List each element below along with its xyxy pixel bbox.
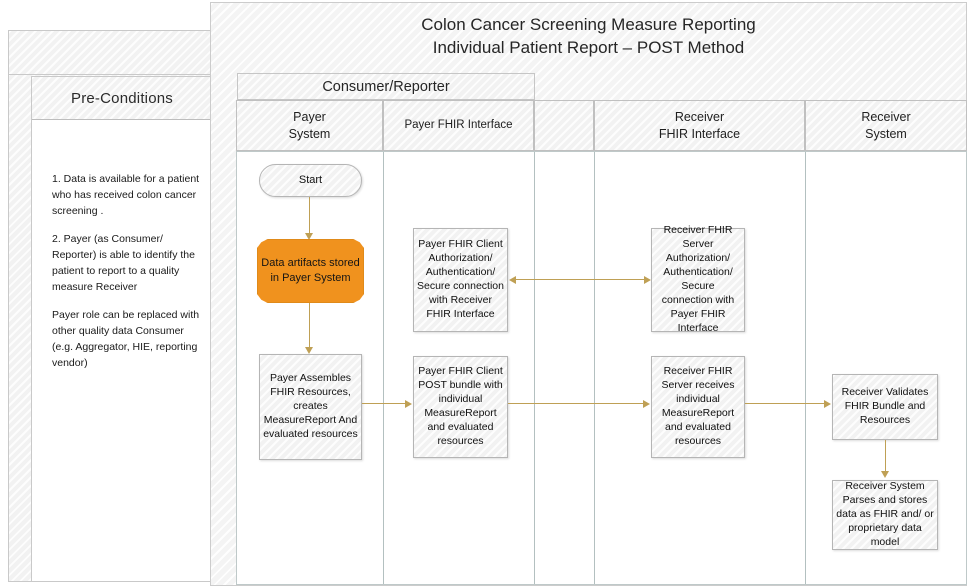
page-title: Colon Cancer Screening Measure Reporting (421, 15, 756, 35)
node-receiver-validates[interactable]: Receiver Validates FHIR Bundle and Resou… (832, 374, 938, 440)
lane-header-payer-fhir-interface: Payer FHIR Interface (383, 100, 534, 151)
lane-header-payer-system: Payer System (236, 100, 383, 151)
connector-start-to-data (309, 197, 311, 235)
node-start[interactable]: Start (259, 164, 362, 197)
precondition-item-1: 1. Data is available for a patient who h… (52, 173, 200, 217)
lane-separator (805, 152, 806, 584)
panel-top-strip (9, 31, 214, 75)
precondition-item-2: 2. Payer (as Consumer/ Reporter) is able… (52, 232, 195, 293)
process-diagram: Colon Cancer Screening Measure Reporting… (210, 2, 967, 586)
connector-assembles-to-post (362, 403, 406, 405)
swimlane-group-header: Consumer/Reporter (237, 73, 535, 100)
node-receiver-parses[interactable]: Receiver System Parses and stores data a… (832, 480, 938, 550)
pre-conditions-header: Pre-Conditions (32, 77, 212, 120)
swimlane-body: Start Data artifacts stored in Payer Sys… (236, 151, 967, 585)
arrow-head-down (881, 471, 889, 478)
arrow-head-left (509, 276, 516, 284)
lane-separator (383, 152, 384, 584)
lane-header-receiver-system: Receiver System (805, 100, 967, 151)
connector-receives-to-validates (745, 403, 825, 405)
pre-conditions-body: 1. Data is available for a patient who h… (32, 120, 212, 371)
lane-label-line2: System (865, 126, 907, 141)
diagram-title: Colon Cancer Screening Measure Reporting… (211, 3, 966, 71)
node-payer-auth[interactable]: Payer FHIR Client Authorization/ Authent… (413, 228, 508, 332)
node-payer-post[interactable]: Payer FHIR Client POST bundle with indiv… (413, 356, 508, 458)
connector-data-to-assembles (309, 303, 311, 349)
arrow-head-right (824, 400, 831, 408)
lane-separator (594, 152, 595, 584)
node-payer-assembles[interactable]: Payer Assembles FHIR Resources, creates … (259, 354, 362, 460)
lane-label-line1: Receiver (861, 110, 911, 125)
lane-label-line1: Receiver (674, 110, 725, 125)
node-receiver-receives[interactable]: Receiver FHIR Server receives individual… (651, 356, 745, 458)
node-receiver-auth[interactable]: Receiver FHIR Server Authorization/ Auth… (651, 224, 745, 334)
connector-validates-to-parses (885, 440, 887, 473)
lane-label-line1: Payer FHIR Interface (404, 119, 513, 132)
node-data-artifacts[interactable]: Data artifacts stored in Payer System (257, 239, 364, 303)
connector-post-to-receives (508, 403, 644, 405)
page-subtitle: Individual Patient Report – POST Method (432, 38, 745, 57)
pre-conditions-panel: Pre-Conditions 1. Data is available for … (8, 30, 214, 582)
arrow-head-right (644, 276, 651, 284)
connector-auth-bidirectional (516, 279, 644, 281)
arrow-head-down (305, 347, 313, 354)
arrow-head-right (405, 400, 412, 408)
arrow-head-down (305, 233, 313, 240)
lane-label-line1: Payer (293, 110, 326, 125)
lane-label-line2: FHIR Interface (658, 126, 741, 141)
lane-header-spacer (534, 100, 594, 151)
arrow-head-right (643, 400, 650, 408)
pre-conditions-box: Pre-Conditions 1. Data is available for … (31, 76, 213, 582)
precondition-item-3: Payer role can be replaced with other qu… (52, 308, 200, 369)
swimlane-headers: Payer System Payer FHIR Interface Receiv… (236, 100, 967, 151)
lane-label-line2: System (288, 126, 331, 141)
lane-header-receiver-fhir-interface: Receiver FHIR Interface (594, 100, 805, 151)
lane-separator (534, 152, 535, 584)
